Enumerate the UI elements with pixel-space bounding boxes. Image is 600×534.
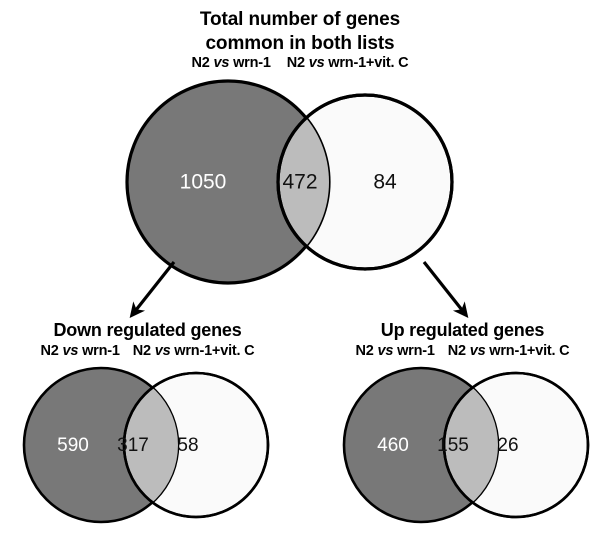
panel-total-set-labels: N2 vs wrn-1 N2 vs wrn-1+vit. C <box>100 55 500 72</box>
label-right-vs: vs <box>154 343 171 359</box>
panel-up-set-labels: N2 vs wrn-1 N2 vs wrn-1+vit. C <box>325 343 600 360</box>
figure-title-line-2: common in both lists <box>205 33 395 54</box>
venn-down-circle-right-outline <box>122 371 270 519</box>
label-left-pre: N2 <box>355 343 378 359</box>
venn-diagram-down: 590 317 58 <box>22 366 270 524</box>
label-left-pre: N2 <box>40 343 63 359</box>
venn-up-circle-right-outline <box>442 371 590 519</box>
panel-down-left-set-label: N2 vs wrn-1 <box>41 343 120 360</box>
label-left-post: wrn-1 <box>393 343 435 359</box>
venn-total-right-only-value: 84 <box>373 171 397 194</box>
label-left-pre: N2 <box>191 55 214 71</box>
panel-up-left-set-label: N2 vs wrn-1 <box>356 343 435 360</box>
venn-diagram-total: 1050 472 84 <box>125 79 454 285</box>
label-right-post: wrn-1+vit. C <box>485 343 570 359</box>
panel-down-heading: Down regulated genes <box>53 320 242 340</box>
label-left-vs: vs <box>377 343 394 359</box>
panel-total: N2 vs wrn-1 N2 vs wrn-1+vit. C 1050 472 … <box>100 55 500 285</box>
venn-total-intersection-value: 472 <box>282 171 317 194</box>
label-right-pre: N2 <box>447 343 470 359</box>
label-right-vs: vs <box>308 55 325 71</box>
venn-total-circle-right-outline <box>276 93 454 271</box>
venn-up-right-only-value: 26 <box>497 435 518 456</box>
venn-down-intersection-value: 317 <box>117 435 149 456</box>
label-right-vs: vs <box>469 343 486 359</box>
label-right-post: wrn-1+vit. C <box>324 55 409 71</box>
venn-down-right-only-value: 58 <box>177 435 198 456</box>
figure-title-line-1: Total number of genes <box>199 9 401 30</box>
label-right-post: wrn-1+vit. C <box>170 343 255 359</box>
venn-up-left-only-value: 460 <box>377 435 409 456</box>
label-left-vs: vs <box>213 55 230 71</box>
panel-total-left-set-label: N2 vs wrn-1 <box>192 55 271 72</box>
label-left-vs: vs <box>62 343 79 359</box>
label-right-pre: N2 <box>286 55 309 71</box>
panel-down-set-labels: N2 vs wrn-1 N2 vs wrn-1+vit. C <box>5 343 290 360</box>
venn-total-left-only-value: 1050 <box>180 171 227 194</box>
panel-total-right-set-label: N2 vs wrn-1+vit. C <box>287 55 409 72</box>
panel-up-heading: Up regulated genes <box>380 320 545 340</box>
label-left-post: wrn-1 <box>78 343 120 359</box>
figure-title: Total number of genes common in both lis… <box>0 8 600 56</box>
label-right-pre: N2 <box>132 343 155 359</box>
panel-up-regulated: Up regulated genes N2 vs wrn-1 N2 vs wrn… <box>325 320 600 534</box>
panel-down-right-set-label: N2 vs wrn-1+vit. C <box>133 343 255 360</box>
panel-up-right-set-label: N2 vs wrn-1+vit. C <box>448 343 570 360</box>
venn-down-left-only-value: 590 <box>57 435 89 456</box>
venn-diagram-up: 460 155 26 <box>342 366 590 524</box>
label-left-post: wrn-1 <box>229 55 271 71</box>
panel-down-regulated: Down regulated genes N2 vs wrn-1 N2 vs w… <box>5 320 290 534</box>
venn-up-intersection-value: 155 <box>437 435 469 456</box>
